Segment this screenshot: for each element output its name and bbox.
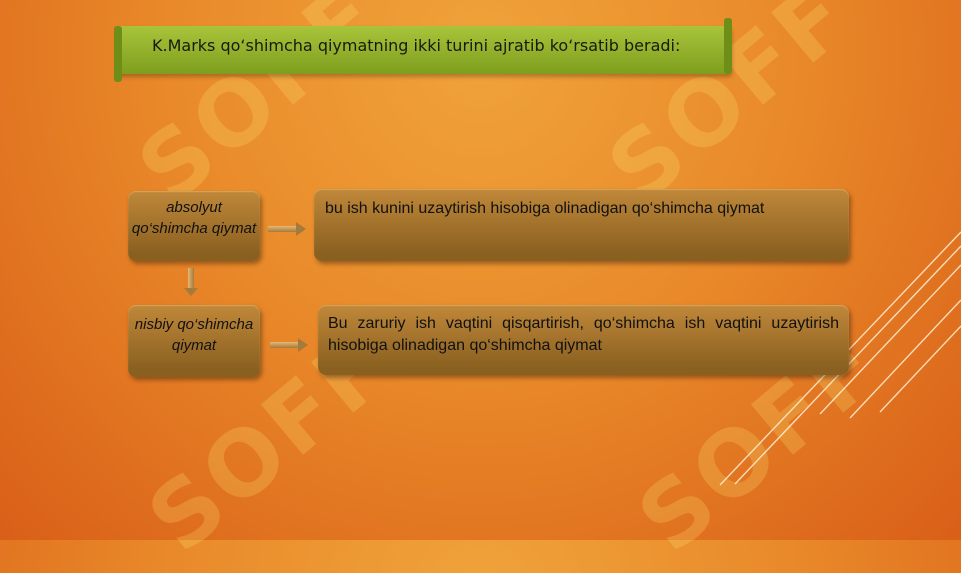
term-label: nisbiy qo‘shimcha qiymat bbox=[134, 316, 254, 354]
definition-box-relative: Bu zaruriy ish vaqtini qisqartirish, qo‘… bbox=[318, 305, 849, 375]
term-box-absolute: absolyut qo‘shimcha qiymat bbox=[128, 191, 260, 261]
definition-box-absolute: bu ish kunini uzaytirish hisobiga olinad… bbox=[314, 189, 849, 261]
definition-text: bu ish kunini uzaytirish hisobiga olinad… bbox=[325, 200, 765, 217]
term-box-relative: nisbiy qo‘shimcha qiymat bbox=[128, 305, 260, 377]
definition-text: Bu zaruriy ish vaqtini qisqartirish, qo‘… bbox=[328, 315, 839, 354]
term-label: absolyut qo‘shimcha qiymat bbox=[131, 199, 257, 237]
title-banner: K.Marks qo‘shimcha qiymatning ikki turin… bbox=[114, 18, 732, 82]
banner-title: K.Marks qo‘shimcha qiymatning ikki turin… bbox=[152, 36, 681, 55]
down-arrow-icon bbox=[184, 268, 198, 296]
